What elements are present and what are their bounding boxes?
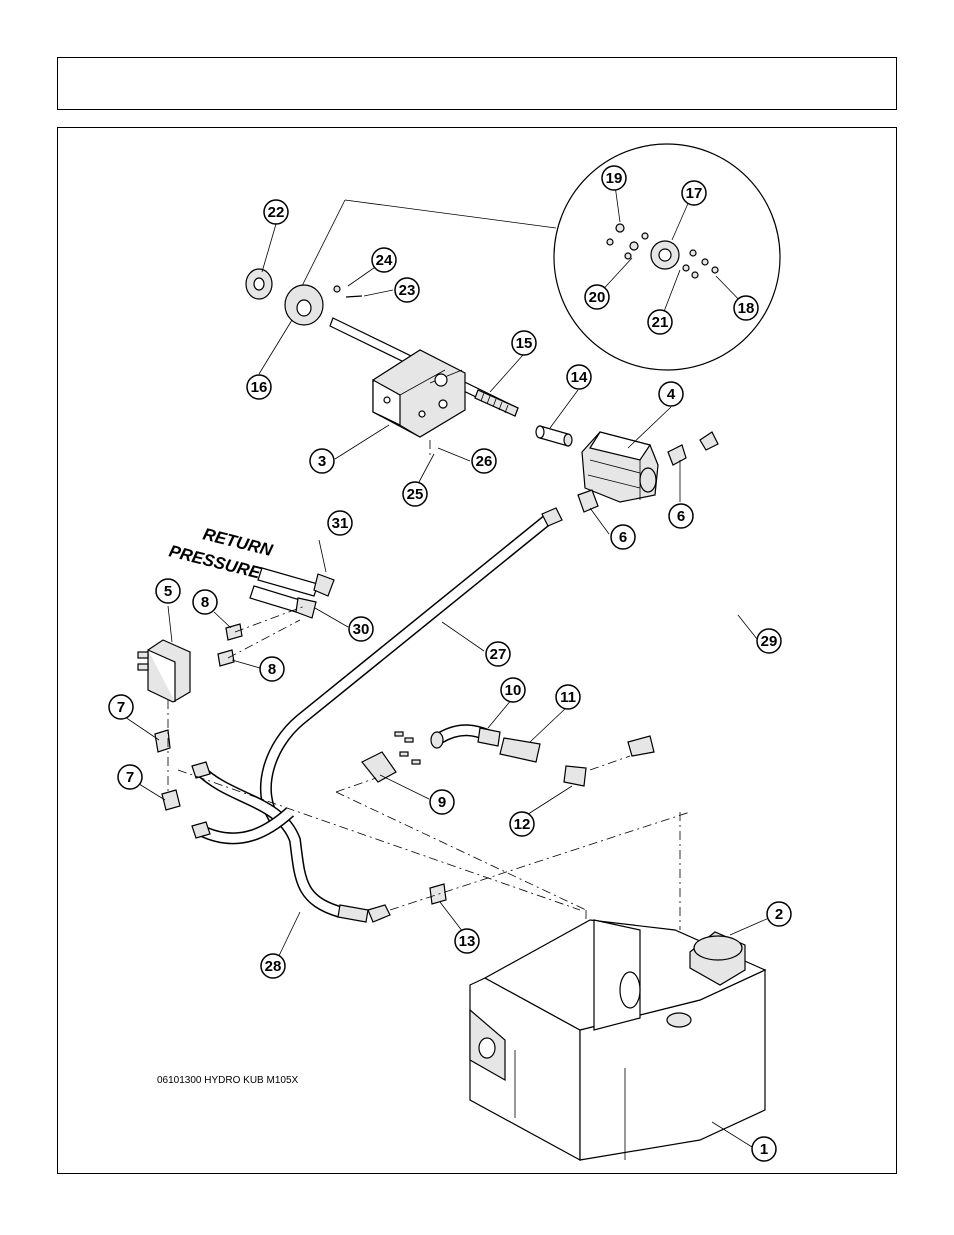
flange-assembly (245, 268, 363, 326)
hose-28 (191, 761, 391, 923)
callout-16: 16 (246, 374, 272, 400)
svg-text:2: 2 (775, 906, 783, 923)
svg-text:26: 26 (476, 453, 493, 470)
svg-text:8: 8 (201, 594, 209, 611)
svg-text:18: 18 (738, 300, 755, 317)
svg-text:5: 5 (164, 583, 172, 600)
assembly-lines (167, 440, 691, 1000)
header-box (57, 57, 897, 110)
hydraulic-pump (577, 431, 687, 513)
svg-text:16: 16 (251, 379, 268, 396)
svg-text:12: 12 (514, 816, 531, 833)
callouts: 1 2 3 4 5 6 6 7 7 8 8 9 10 11 12 13 14 1… (108, 165, 792, 1162)
svg-text:8: 8 (268, 661, 276, 678)
svg-text:13: 13 (459, 933, 476, 950)
coupling (535, 425, 573, 447)
callout-8b: 8 (259, 656, 285, 682)
callout-11: 11 (555, 684, 581, 710)
mount-bracket (372, 349, 466, 438)
callout-10: 10 (500, 677, 526, 703)
svg-text:27: 27 (490, 646, 507, 663)
svg-text:21: 21 (652, 314, 669, 331)
callout-18: 18 (733, 295, 759, 321)
callout-30: 30 (348, 616, 374, 642)
callout-20: 20 (584, 284, 610, 310)
svg-text:6: 6 (619, 529, 627, 546)
svg-text:19: 19 (606, 170, 623, 187)
svg-text:22: 22 (268, 204, 285, 221)
svg-text:30: 30 (353, 621, 370, 638)
callout-9: 9 (429, 789, 455, 815)
callout-7b: 7 (117, 764, 143, 790)
svg-text:7: 7 (126, 769, 134, 786)
callout-31: 31 (327, 510, 353, 536)
svg-text:1: 1 (760, 1141, 768, 1158)
callout-6b: 6 (668, 503, 694, 529)
detail-view (299, 143, 781, 371)
callout-8a: 8 (192, 589, 218, 615)
svg-text:15: 15 (516, 335, 533, 352)
callout-21: 21 (647, 309, 673, 335)
svg-text:31: 31 (332, 515, 349, 532)
valve-block (137, 567, 335, 811)
callout-27: 27 (485, 641, 511, 667)
hose-29 (627, 431, 741, 757)
svg-text:10: 10 (505, 682, 522, 699)
callout-17: 17 (681, 180, 707, 206)
svg-text:28: 28 (265, 958, 282, 975)
callout-3: 3 (309, 448, 335, 474)
callout-13: 13 (454, 928, 480, 954)
svg-text:14: 14 (571, 369, 588, 386)
callout-26: 26 (471, 448, 497, 474)
suction-fittings (361, 724, 587, 905)
callout-29: 29 (756, 628, 782, 654)
svg-text:9: 9 (438, 794, 446, 811)
hydraulic-tank (469, 919, 767, 1162)
svg-text:20: 20 (589, 289, 606, 306)
svg-text:6: 6 (677, 508, 685, 525)
svg-text:11: 11 (560, 689, 576, 706)
svg-text:25: 25 (407, 486, 424, 503)
callout-19: 19 (601, 165, 627, 191)
callout-12: 12 (509, 811, 535, 837)
svg-text:17: 17 (686, 185, 703, 202)
callout-15: 15 (511, 330, 537, 356)
callout-4: 4 (658, 381, 684, 407)
callout-5: 5 (155, 578, 181, 604)
callout-1: 1 (751, 1136, 777, 1162)
svg-text:23: 23 (399, 282, 416, 299)
callout-25: 25 (402, 481, 428, 507)
svg-text:3: 3 (318, 453, 326, 470)
drawing-caption: 06101300 HYDRO KUB M105X (157, 1075, 299, 1086)
svg-text:7: 7 (117, 699, 125, 716)
callout-23: 23 (394, 277, 420, 303)
callout-24: 24 (371, 247, 397, 273)
callout-6a: 6 (610, 524, 636, 550)
svg-text:29: 29 (761, 633, 778, 650)
callout-2: 2 (766, 901, 792, 927)
callout-28: 28 (260, 953, 286, 979)
callout-22: 22 (263, 199, 289, 225)
svg-text:4: 4 (667, 386, 676, 403)
svg-text:24: 24 (376, 252, 393, 269)
diagram-frame (57, 127, 897, 1174)
hose-27 (259, 507, 563, 824)
callout-14: 14 (566, 364, 592, 390)
callout-7a: 7 (108, 694, 134, 720)
